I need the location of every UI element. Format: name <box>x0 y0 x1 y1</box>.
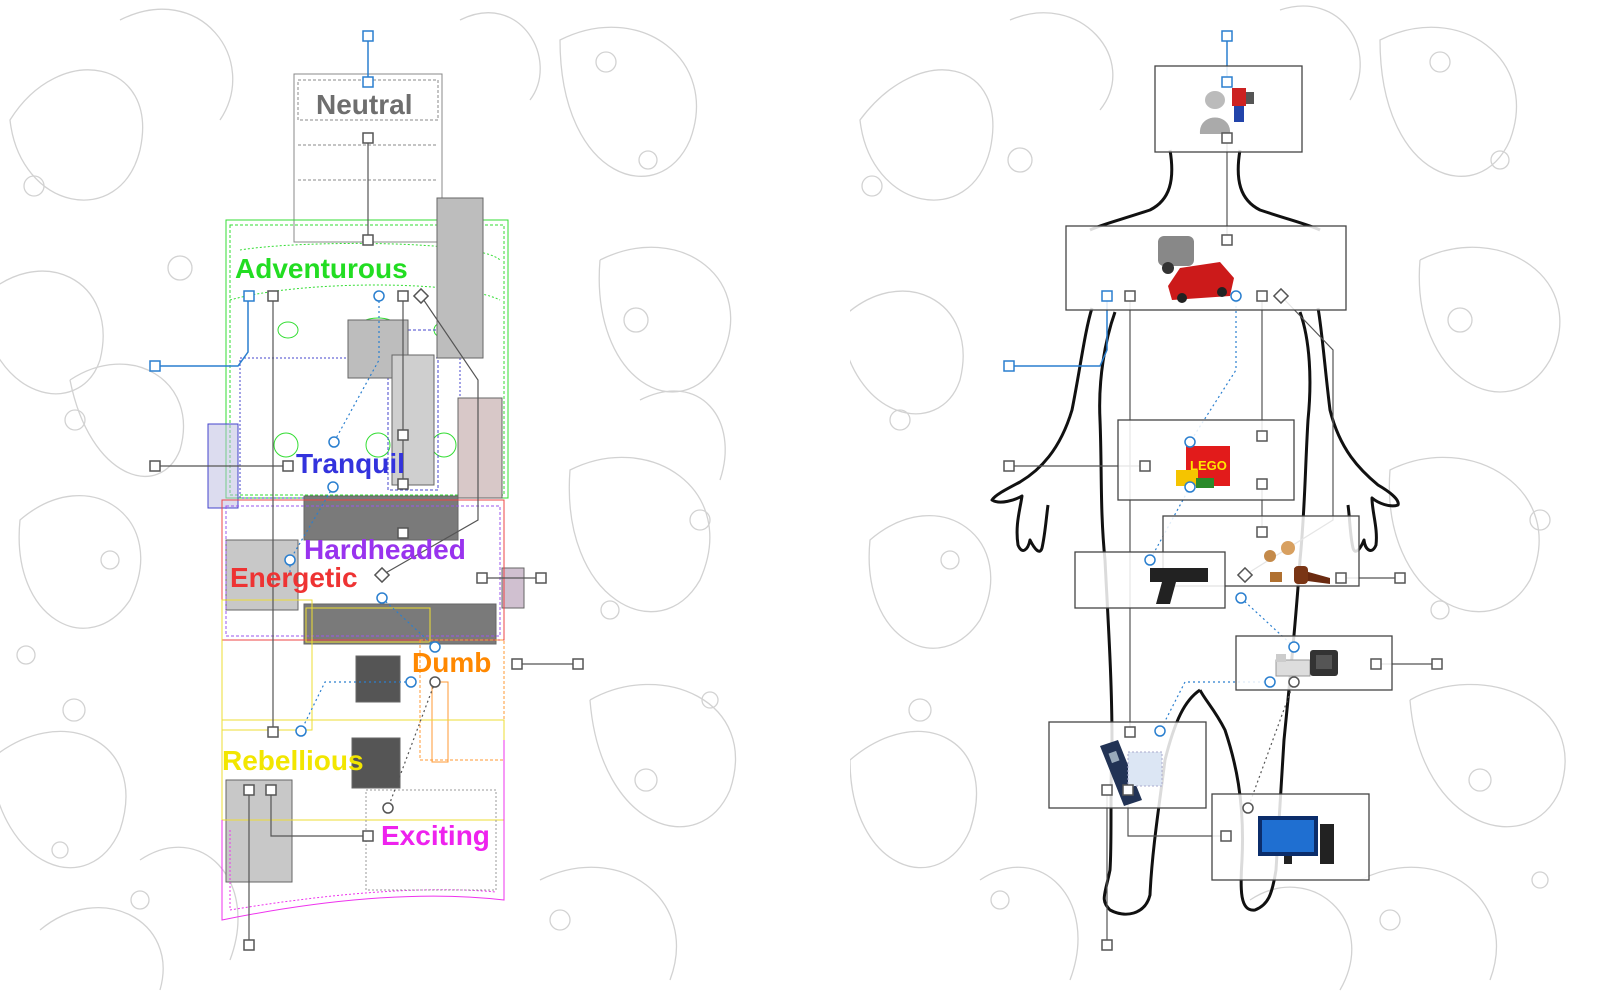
right-diagram-canvas: LEGO <box>850 5 1566 991</box>
background-swirl-pattern <box>0 8 737 991</box>
pattern-icon <box>1127 751 1163 787</box>
left-connectors <box>155 36 578 945</box>
lower-region-outlines <box>221 499 505 921</box>
left-handles <box>149 30 584 951</box>
label-neutral: Neutral <box>316 89 412 120</box>
food-items-icon <box>1264 541 1295 582</box>
trait-labels: Neutral Adventurous Tranquil Hardheaded … <box>222 89 491 851</box>
red-sports-car-icon <box>1168 262 1234 303</box>
buddha-statue-icon <box>1199 91 1231 134</box>
label-hardheaded: Hardheaded <box>304 534 466 565</box>
pistol-icon <box>1150 568 1208 604</box>
robot-toy-icon <box>1232 88 1254 122</box>
label-adventurous: Adventurous <box>235 253 408 284</box>
label-exciting: Exciting <box>381 820 490 851</box>
svg-text:LEGO: LEGO <box>1190 458 1227 473</box>
left-abstract-diagram: Neutral Adventurous Tranquil Hardheaded … <box>0 0 760 1000</box>
label-rebellious: Rebellious <box>222 745 364 776</box>
smoking-pipe-icon <box>1294 566 1330 584</box>
gray-blocks <box>225 197 525 883</box>
vintage-car-icon <box>1158 236 1194 274</box>
desktop-computer-icon <box>1258 816 1334 864</box>
label-dumb: Dumb <box>412 647 491 678</box>
label-energetic: Energetic <box>230 562 358 593</box>
right-body-diagram: LEGO <box>850 0 1604 1000</box>
label-tranquil: Tranquil <box>296 448 405 479</box>
right-handles <box>1003 30 1443 951</box>
background-swirl-pattern <box>850 5 1566 991</box>
crt-tv-icon <box>1310 650 1338 676</box>
lego-logo-icon: LEGO <box>1176 446 1230 488</box>
left-diagram-canvas: Neutral Adventurous Tranquil Hardheaded … <box>0 8 737 991</box>
